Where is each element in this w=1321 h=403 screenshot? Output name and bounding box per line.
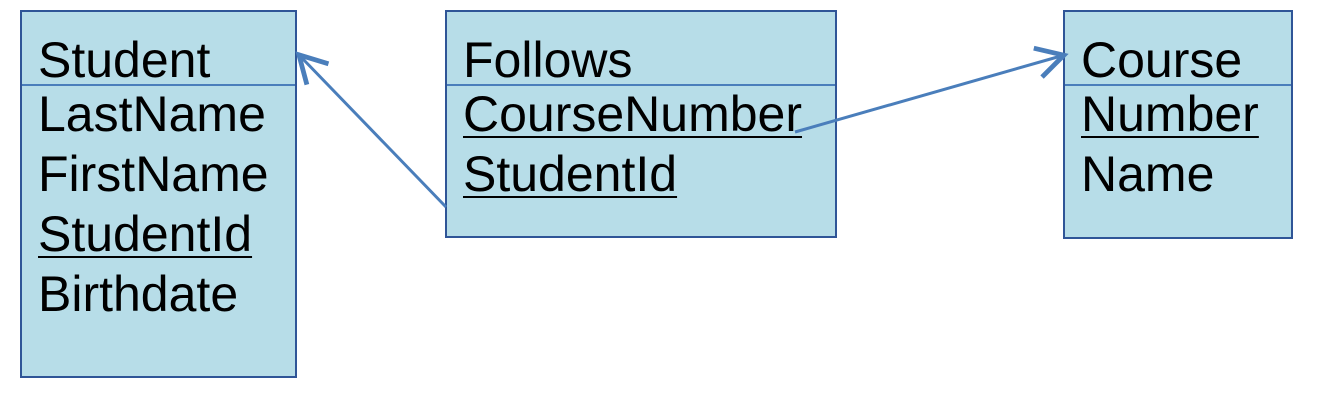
course-entity: Course Number Name (1063, 10, 1293, 239)
course-field-name: Name (1081, 146, 1215, 202)
student-field-birthdate: Birthdate (38, 266, 239, 322)
student-field-lastname: LastName (38, 86, 266, 142)
student-entity: Student LastName FirstName StudentId Bir… (20, 10, 297, 378)
follows-entity: Follows CourseNumber StudentId (445, 10, 837, 238)
course-field-number: Number (1081, 86, 1259, 142)
student-field-studentid: StudentId (38, 206, 253, 262)
follows-field-coursenumber: CourseNumber (463, 86, 803, 142)
student-field-firstname: FirstName (38, 146, 269, 202)
student-entity-title: Student (22, 12, 295, 88)
follows-field-studentid: StudentId (463, 146, 678, 202)
follows-entity-title: Follows (447, 12, 835, 88)
course-entity-title: Course (1065, 12, 1291, 88)
studentid-to-student-arrow (295, 51, 448, 209)
